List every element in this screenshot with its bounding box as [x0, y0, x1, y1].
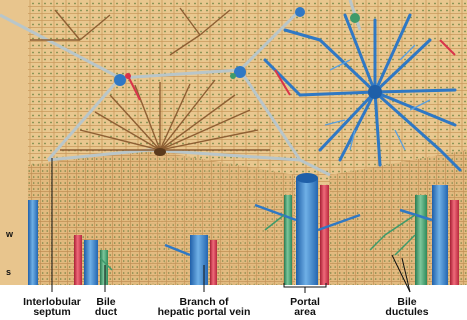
label-line: duct: [86, 307, 126, 317]
label-bile-duct: Bile duct: [86, 297, 126, 317]
label-line: ductules: [372, 307, 442, 317]
label-line: hepatic portal vein: [144, 307, 264, 317]
label-portal-area: Portal area: [280, 297, 330, 317]
label-interlobular-septum: Interlobular septum: [10, 297, 94, 317]
label-bile-ductules: Bile ductules: [372, 297, 442, 317]
label-line: area: [280, 307, 330, 317]
central-vein: [154, 148, 166, 156]
label-line: septum: [10, 307, 94, 317]
central-vein-right: [368, 85, 382, 99]
edge-letter-s: s: [6, 267, 11, 277]
label-portal-vein-branch: Branch of hepatic portal vein: [144, 297, 264, 317]
edge-letter-w: w: [6, 229, 13, 239]
